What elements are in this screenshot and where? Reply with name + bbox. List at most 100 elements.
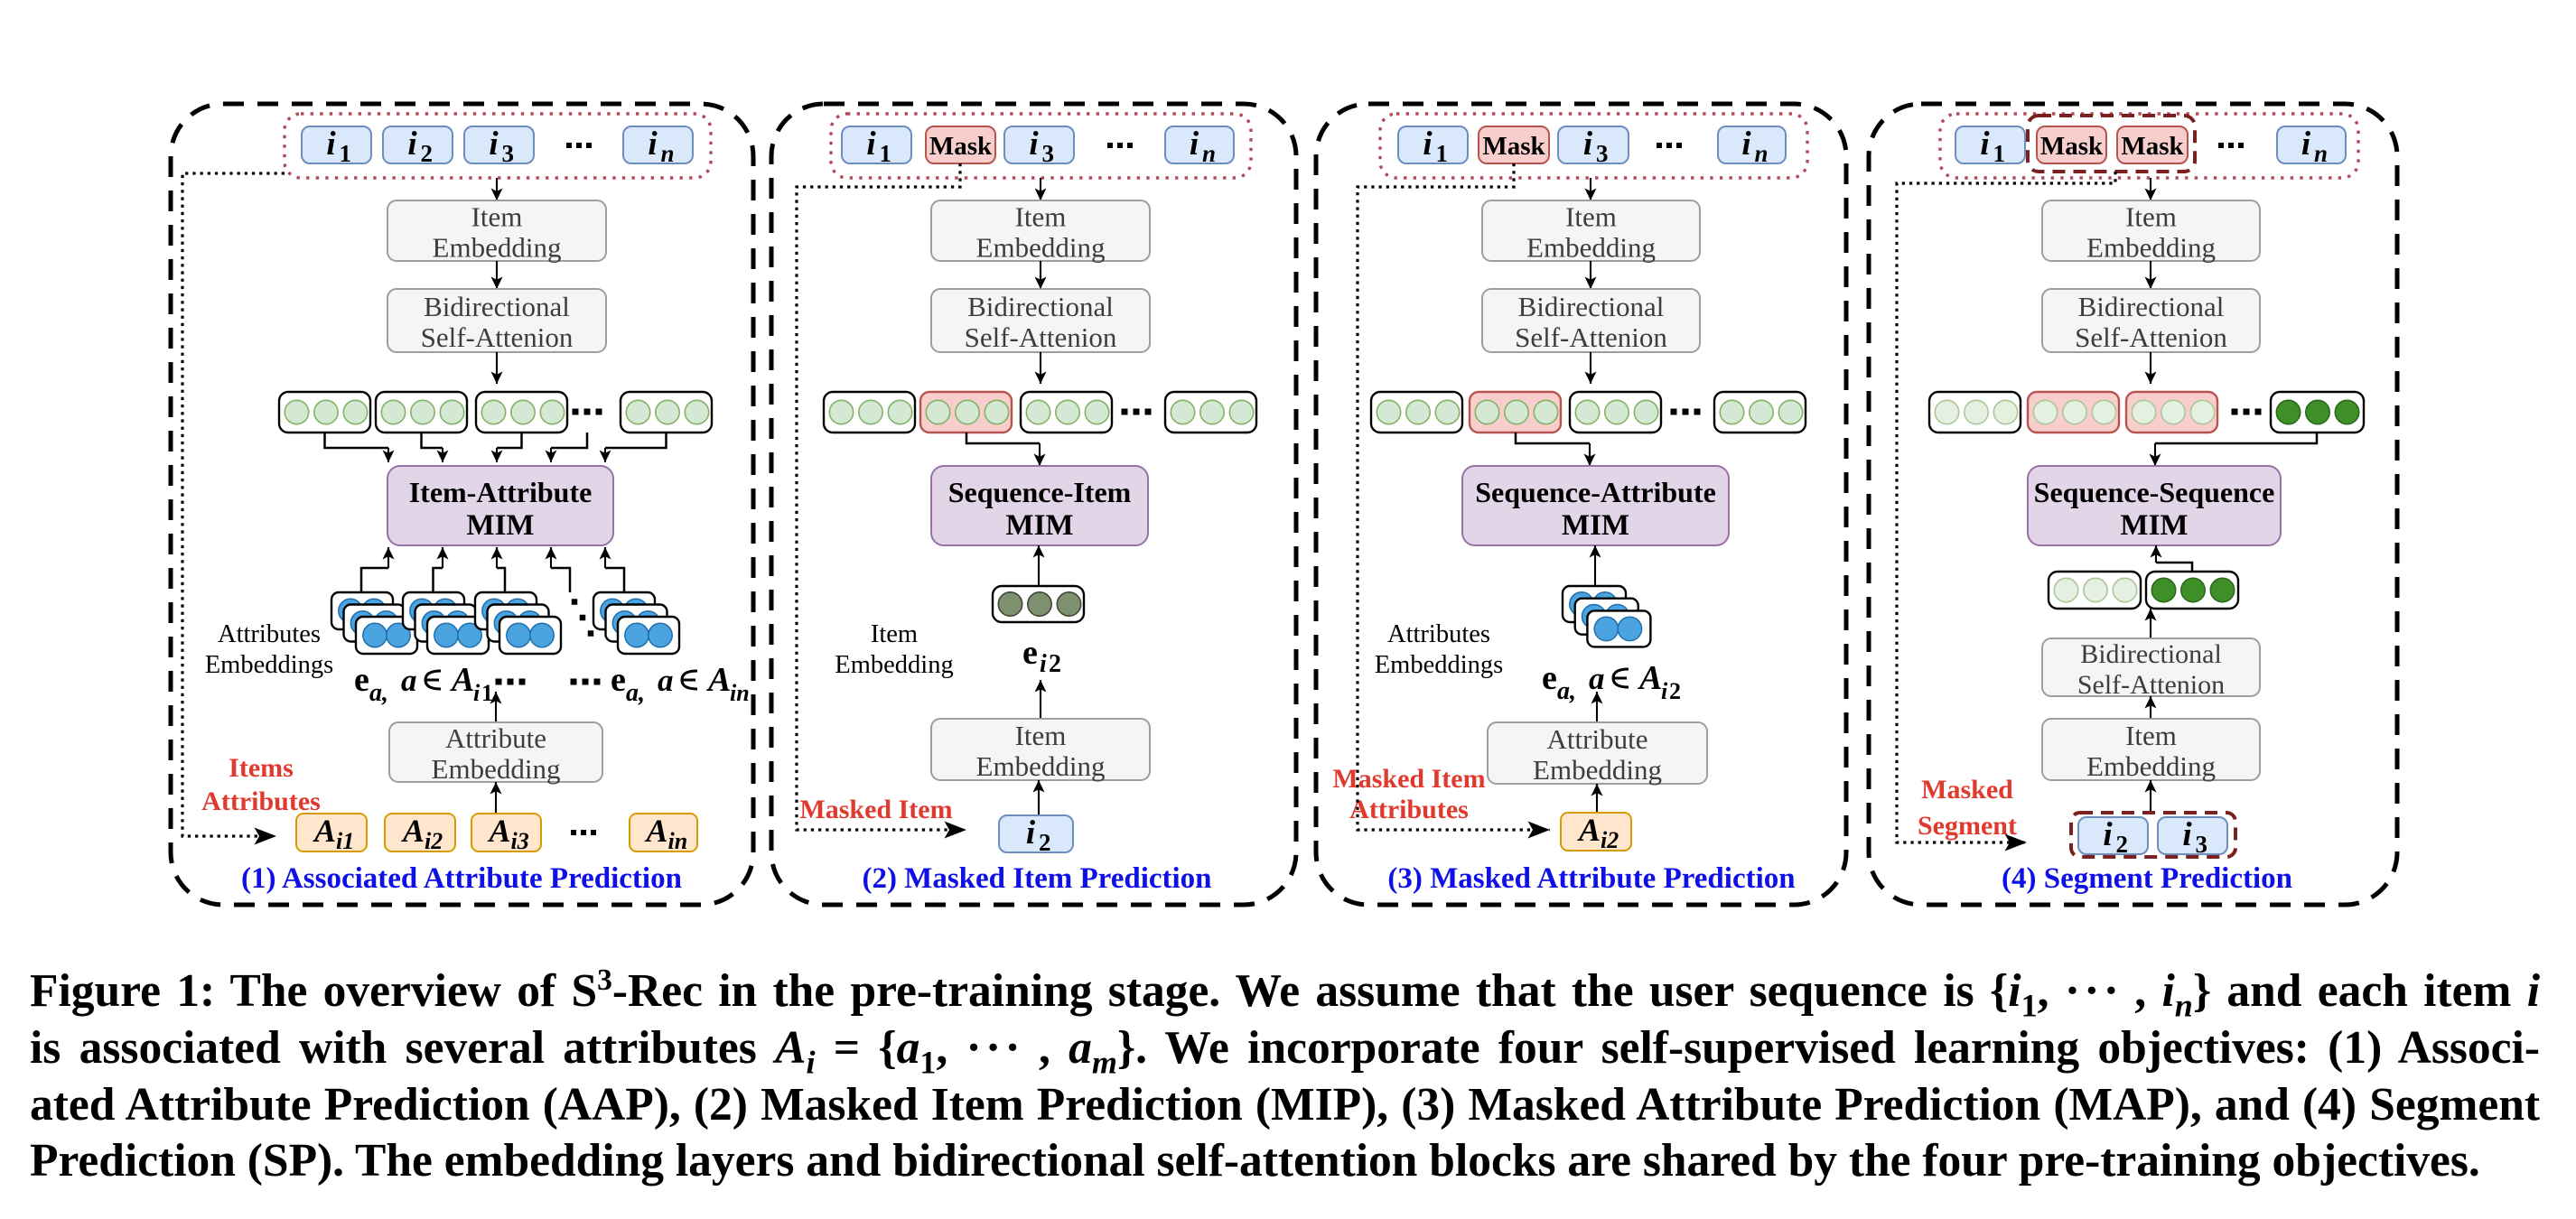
svg-text:i: i [473,680,481,706]
svg-text:i: i [2182,816,2192,853]
svg-text:e: e [354,661,369,699]
svg-text:Item: Item [2125,201,2177,233]
svg-text:i: i [2301,126,2311,163]
svg-text:a: a [1589,661,1605,696]
svg-text:A: A [1577,812,1601,848]
svg-text:Attributes: Attributes [1387,620,1490,648]
svg-text:Mask: Mask [929,132,993,161]
svg-text:Item: Item [1015,201,1067,233]
svg-text:Segment: Segment [1918,811,2017,841]
svg-text:Item: Item [2125,720,2177,751]
svg-text:Attributes: Attributes [201,786,321,816]
svg-text:Self-Attenion: Self-Attenion [2077,670,2225,700]
svg-text:i1: i1 [336,828,354,854]
svg-text:(3) Masked Attribute Predictio: (3) Masked Attribute Prediction [1387,862,1795,895]
svg-text:3: 3 [502,140,515,167]
svg-text:i: i [1741,126,1751,163]
svg-text:i: i [1980,126,1990,163]
svg-text:i: i [1423,126,1433,163]
svg-text:i: i [1661,678,1668,704]
svg-text:2: 2 [1039,829,1051,856]
svg-text:i: i [1190,126,1199,163]
svg-text:Embedding: Embedding [433,232,562,264]
svg-text:Item-Attribute: Item-Attribute [409,476,593,508]
svg-text:i: i [407,126,417,163]
svg-text:Embedding: Embedding [976,232,1106,264]
svg-text:Masked Item: Masked Item [1332,764,1485,794]
svg-text:(4) Segment Prediction: (4) Segment Prediction [2002,862,2292,895]
svg-text:(1) Associated Attribute Predi: (1) Associated Attribute Prediction [241,862,682,895]
svg-text:e: e [1022,634,1038,672]
svg-text:Mask: Mask [2040,132,2104,161]
svg-text:Self-Attenion: Self-Attenion [2075,321,2227,353]
svg-text:Self-Attenion: Self-Attenion [1515,321,1667,353]
svg-text:A: A [1638,659,1662,697]
svg-text:Bidirectional: Bidirectional [2078,291,2225,322]
svg-text:e: e [611,661,626,699]
svg-text:Item: Item [471,201,523,233]
svg-text:Attribute: Attribute [445,722,546,754]
svg-text:i2: i2 [1601,827,1619,853]
svg-text:Items: Items [229,753,294,783]
svg-text:3: 3 [1042,140,1055,167]
svg-text:Mask: Mask [1482,132,1545,161]
svg-text:A: A [644,813,667,849]
svg-text:i: i [2103,816,2113,853]
svg-text:Item: Item [871,620,918,648]
svg-text:MIM: MIM [1562,509,1629,542]
svg-text:A: A [487,813,510,849]
svg-text:Embedding: Embedding [835,651,953,679]
svg-text:i: i [1583,126,1593,163]
svg-text:i: i [648,126,658,163]
svg-text:1: 1 [340,140,352,167]
svg-text:1: 1 [1993,140,2006,167]
svg-text:a,: a, [1557,677,1576,705]
svg-text:Attributes: Attributes [218,620,321,648]
svg-text:i: i [866,126,876,163]
svg-text:n: n [1755,140,1769,167]
svg-text:Embedding: Embedding [976,750,1106,782]
svg-text:Attribute: Attribute [1547,723,1648,755]
svg-text:A: A [450,661,474,699]
svg-text:Masked: Masked [1921,775,2013,805]
svg-text:Self-Attenion: Self-Attenion [421,321,574,353]
svg-text:i3: i3 [511,828,529,854]
svg-text:i: i [1029,126,1039,163]
svg-text:Sequence-Attribute: Sequence-Attribute [1475,476,1716,508]
svg-text:Sequence-Sequence: Sequence-Sequence [2034,476,2275,508]
svg-text:i: i [1026,814,1036,851]
svg-text:Embedding: Embedding [1533,754,1662,786]
svg-text:2: 2 [1049,650,1061,678]
svg-text:Bidirectional: Bidirectional [424,291,570,322]
svg-text:2: 2 [421,140,434,167]
svg-text:i: i [326,126,336,163]
svg-text:a,: a, [626,679,645,707]
svg-text:A: A [706,661,731,699]
svg-text:in: in [668,828,688,854]
svg-text:i: i [1040,650,1047,678]
svg-text:in: in [730,680,750,706]
svg-text:Bidirectional: Bidirectional [967,291,1114,322]
svg-text:Mask: Mask [2121,132,2184,161]
svg-text:e: e [1542,659,1557,697]
svg-text:MIM: MIM [1005,509,1073,542]
svg-text:Embedding: Embedding [2086,232,2216,264]
svg-text:2: 2 [2116,831,2129,858]
svg-text:Item: Item [1565,201,1617,233]
svg-text:A: A [401,813,425,849]
svg-text:Embedding: Embedding [1526,232,1656,264]
svg-text:Sequence-Item: Sequence-Item [948,476,1132,508]
svg-text:1: 1 [880,140,892,167]
svg-text:Masked Item: Masked Item [799,795,952,824]
svg-text:Item: Item [1015,720,1067,751]
svg-text:1: 1 [1436,140,1449,167]
svg-text:(2) Masked Item Prediction: (2) Masked Item Prediction [862,862,1211,895]
svg-text:a: a [658,663,674,698]
svg-text:1: 1 [481,680,493,706]
svg-text:n: n [661,140,675,167]
svg-text:Embedding: Embedding [432,753,561,785]
svg-text:3: 3 [2196,831,2208,858]
svg-text:MIM: MIM [466,509,534,542]
svg-text:Bidirectional: Bidirectional [2080,639,2222,669]
svg-text:n: n [1202,140,1216,167]
